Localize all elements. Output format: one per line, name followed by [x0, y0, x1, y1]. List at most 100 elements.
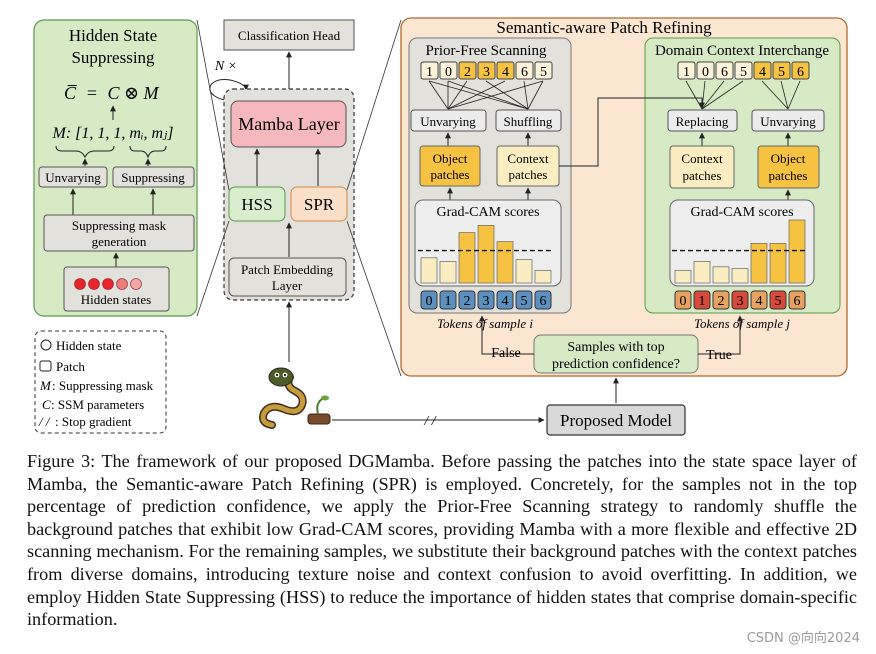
- proposed-model-box: [546, 404, 686, 436]
- snake-mascot-icon: [259, 367, 331, 429]
- gradcam-bar: [769, 243, 787, 284]
- scan-line: [787, 80, 801, 110]
- scan-line: [428, 80, 449, 110]
- hidden-state-dot: [130, 278, 142, 290]
- scan-line: [447, 80, 544, 110]
- pfs-title: Prior-Free Scanning: [426, 43, 547, 59]
- pfs-object-l2: patches: [431, 167, 470, 182]
- zoom-line-hss-top: [196, 19, 230, 191]
- scan-line: [428, 80, 529, 110]
- dci-object-l2: patches: [769, 168, 808, 183]
- patch-token-box: [515, 290, 533, 310]
- gradcam-bar: [712, 266, 730, 284]
- scan-line: [447, 80, 529, 110]
- hss-equation-rhs: C ⊗ M: [107, 83, 159, 103]
- framework-diagram: Hidden State Suppressing C̅ = C ⊗ M M: […: [33, 17, 848, 436]
- legend-stop-key: / /: [38, 414, 51, 429]
- patch-token-label: 2: [718, 294, 725, 309]
- patch-token-box: [788, 290, 806, 310]
- patch-token-label: 6: [794, 294, 801, 309]
- brace-right: [129, 145, 167, 159]
- sequence-token-label: 0: [702, 65, 709, 80]
- hss-suppressing-box: [112, 166, 195, 188]
- hss-module-box: [228, 186, 286, 222]
- hidden-states-label: Hidden states: [81, 292, 151, 307]
- sequence-token-label: 1: [683, 65, 690, 80]
- gradcam-bar: [515, 259, 533, 284]
- sequence-token-box: [458, 61, 477, 80]
- gradcam-bar: [439, 261, 457, 284]
- mamba-layer-label: Mamba Layer: [238, 114, 339, 134]
- pfs-shuffling-box: [495, 109, 562, 132]
- hss-title-line2: Suppressing: [71, 48, 155, 67]
- gradcam-bar: [674, 270, 692, 284]
- spr-panel: Semantic-aware Patch Refining Prior-Free…: [400, 17, 848, 377]
- center-block: Classification Head N × Mamba Layer HSS …: [209, 19, 355, 362]
- gradcam-bar: [788, 219, 806, 284]
- hidden-state-dot: [74, 278, 86, 290]
- legend-mask-text: : Suppressing mask: [52, 378, 154, 393]
- sequence-token-box: [772, 61, 791, 80]
- mamba-layer-box: [230, 100, 347, 148]
- patch-token-box: [439, 290, 457, 310]
- legend: Hidden state Patch M : Suppressing mask …: [34, 330, 167, 434]
- patch-embedding-box: [228, 257, 347, 297]
- sequence-token-box: [496, 61, 515, 80]
- classification-head-box: [223, 19, 355, 51]
- patch-token-label: 5: [775, 294, 782, 309]
- scan-line: [701, 80, 725, 110]
- sequence-token-label: 5: [778, 65, 785, 80]
- patch-token-box: [477, 290, 495, 310]
- legend-hidden-state: Hidden state: [56, 338, 122, 353]
- dci-object-l1: Object: [771, 151, 806, 166]
- dci-object-patches-box: [757, 145, 820, 189]
- zoom-line-hss-bottom: [196, 220, 230, 317]
- false-branch-arrow: [479, 315, 534, 355]
- hss-panel: Hidden State Suppressing C̅ = C ⊗ M M: […: [33, 19, 198, 317]
- patch-token-box: [769, 290, 787, 310]
- gradcam-bar: [458, 232, 476, 284]
- patch-embedding-line2: Layer: [272, 278, 303, 293]
- legend-patch: Patch: [56, 359, 85, 374]
- pfs-unvarying-label: Unvarying: [420, 114, 476, 129]
- sequence-token-box: [791, 61, 810, 80]
- dci-replacing-label: Replacing: [676, 114, 729, 129]
- scan-line: [701, 80, 744, 110]
- sequence-token-label: 4: [759, 65, 766, 80]
- sequence-token-label: 3: [483, 65, 490, 80]
- sequence-token-label: 6: [521, 65, 528, 80]
- legend-ssm-text: : SSM parameters: [51, 397, 144, 412]
- sequence-token-label: 6: [721, 65, 728, 80]
- sequence-token-box: [515, 61, 534, 80]
- scan-line: [780, 80, 789, 110]
- hss-equation-op: =: [87, 83, 97, 103]
- hss-title-line1: Hidden State: [69, 26, 157, 45]
- legend-ssm-key: C: [42, 397, 51, 412]
- gradcam-bar: [477, 225, 495, 284]
- gradcam-bar: [534, 270, 552, 284]
- scan-line: [761, 80, 789, 110]
- context-transfer-arrow: [559, 97, 705, 167]
- mask-generation-line2: generation: [92, 234, 147, 249]
- scan-line: [447, 80, 506, 110]
- patch-token-box: [458, 290, 476, 310]
- figure-caption: Figure 3: The framework of our proposed …: [27, 451, 857, 630]
- dci-gradcam-title: Grad-CAM scores: [690, 205, 793, 220]
- stop-gradient-mark: / /: [423, 414, 436, 429]
- decision-line1: Samples with top: [567, 340, 664, 355]
- sequence-token-label: 5: [540, 65, 547, 80]
- patch-token-label: 1: [445, 294, 452, 309]
- sequence-token-box: [477, 61, 496, 80]
- gradcam-bar: [420, 257, 438, 284]
- legend-stop-text: : Stop gradient: [55, 414, 132, 429]
- pfs-object-l1: Object: [433, 151, 468, 166]
- brace-left: [55, 145, 115, 159]
- patch-token-box: [674, 290, 692, 310]
- sequence-token-label: 4: [502, 65, 509, 80]
- sequence-token-box: [439, 61, 458, 80]
- zoom-line-spr-top: [346, 19, 402, 191]
- spr-module-label: SPR: [304, 195, 335, 214]
- gradcam-bar: [750, 243, 768, 284]
- dci-context-l2: patches: [683, 168, 722, 183]
